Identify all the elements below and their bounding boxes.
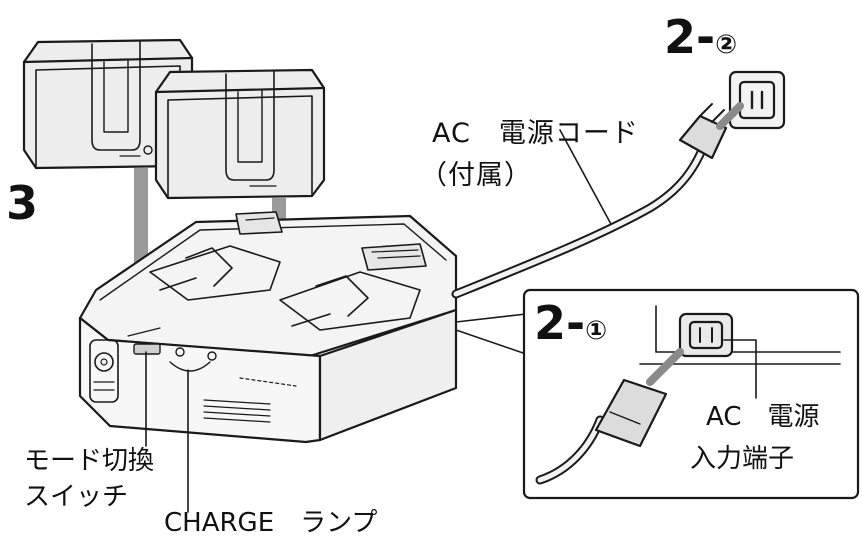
ac-inlet-sublabel: 入力端子 <box>690 444 795 474</box>
charge-lamp-label: CHARGE ランプ <box>164 508 378 538</box>
step-2-2-number: ② <box>715 30 738 60</box>
ac-inlet-label: AC 電源 <box>706 402 820 432</box>
mode-switch-label: モード切換 <box>24 446 155 476</box>
inlet-arrow <box>646 348 684 386</box>
ac-cord-sublabel: （付属） <box>420 160 532 191</box>
ac-cord <box>451 103 728 299</box>
step-3-label: 3 <box>6 176 39 230</box>
plug-arrow <box>716 102 744 130</box>
charger-body <box>78 211 458 444</box>
step-2-1-prefix: 2- <box>534 296 586 350</box>
inlet-callout <box>455 288 860 500</box>
step-2-2-label: 2-② <box>664 14 737 60</box>
wall-socket <box>728 70 786 130</box>
battery-right <box>154 68 326 200</box>
step-2-2-prefix: 2- <box>664 10 716 64</box>
leader-lines <box>145 129 613 513</box>
mode-switch-sublabel: スイッチ <box>24 482 129 512</box>
step-2-1-number: ① <box>585 316 608 346</box>
step-2-1-label: 2-① <box>534 300 607 346</box>
ac-cord-label: AC 電源コード <box>432 118 639 149</box>
